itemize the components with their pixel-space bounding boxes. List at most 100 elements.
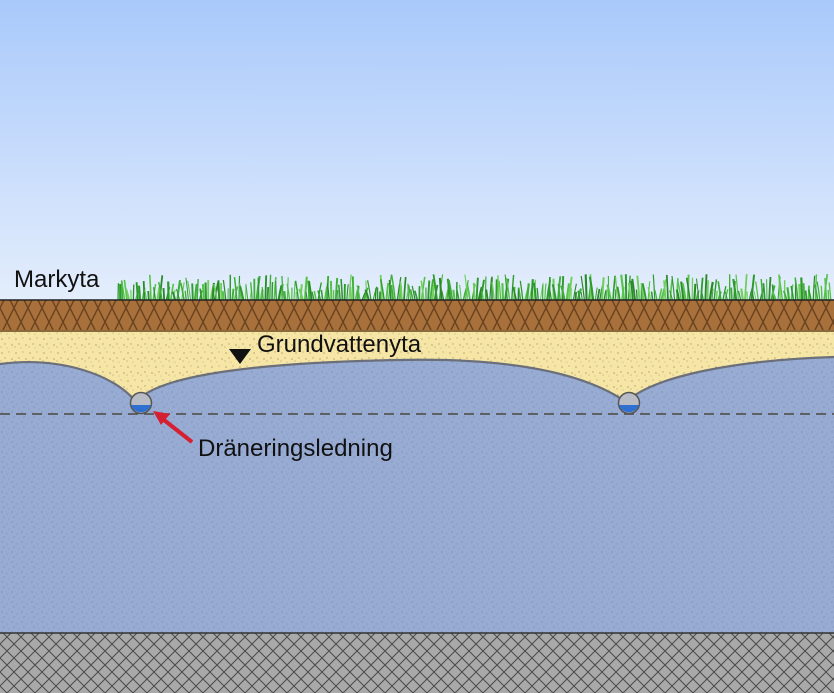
grass-layer	[117, 273, 832, 301]
grass-blade	[580, 275, 585, 301]
grass-blade	[695, 290, 700, 301]
grass-blade	[671, 276, 676, 301]
grass-blade	[615, 277, 618, 301]
grass-blade	[717, 281, 722, 301]
grass-blade	[364, 289, 370, 301]
grass-blade	[320, 289, 324, 301]
grass-blade	[201, 284, 205, 301]
grass-blade	[170, 283, 175, 301]
grass-blade	[748, 290, 752, 301]
grass-blade	[530, 279, 534, 301]
grass-blade	[448, 279, 454, 301]
grass-blade	[245, 284, 249, 301]
grass-blade	[750, 274, 756, 301]
grass-blade	[459, 284, 462, 301]
grass-blade	[213, 283, 218, 301]
grass-blade	[356, 285, 361, 301]
grass-blade	[346, 284, 349, 301]
grass-blade	[379, 274, 383, 301]
grass-blade	[313, 290, 317, 301]
grass-blade	[293, 281, 296, 301]
grass-blade	[380, 279, 385, 301]
grass-blade	[137, 285, 142, 301]
grass-blade	[635, 289, 638, 301]
grass-blade	[715, 290, 718, 301]
grass-blade	[640, 282, 645, 301]
grass-blade	[275, 280, 277, 301]
grass-blade	[614, 289, 617, 301]
grass-blade	[303, 276, 308, 301]
grass-blade	[233, 277, 238, 301]
grass-blade	[539, 282, 544, 301]
drain-pipe-left	[129, 391, 153, 415]
grass-blade	[812, 275, 816, 301]
grass-blade	[737, 290, 742, 301]
grass-blade	[239, 285, 245, 301]
grass-blade	[280, 283, 284, 301]
grass-blade	[584, 274, 588, 301]
grass-blade	[388, 279, 392, 301]
grass-blade	[504, 274, 508, 301]
grass-blade	[696, 278, 700, 301]
grass-blade	[603, 290, 607, 301]
grass-blade	[519, 280, 524, 301]
grass-blade	[409, 289, 414, 301]
grass-blade	[135, 282, 139, 301]
grass-blade	[800, 277, 804, 301]
grass-blade	[484, 276, 487, 301]
grass-blade	[669, 290, 673, 301]
grass-blade	[760, 278, 764, 301]
grass-blade	[574, 291, 577, 301]
grass-blade	[700, 289, 704, 301]
grass-blade	[596, 288, 601, 301]
grass-blade	[708, 281, 714, 301]
grass-blade	[631, 278, 636, 301]
grass-blade	[816, 281, 821, 301]
grass-blade	[804, 290, 808, 301]
grass-blade	[663, 280, 667, 301]
grass-blade	[782, 290, 788, 301]
grass-blade	[162, 288, 166, 301]
grass-blade	[446, 278, 452, 301]
grass-blade	[700, 277, 704, 301]
grass-blade	[191, 283, 194, 301]
grass-blade	[158, 275, 164, 301]
grass-blade	[512, 286, 517, 301]
grass-blade	[294, 280, 300, 301]
grass-blade	[675, 289, 681, 301]
grass-blade	[317, 282, 322, 301]
grass-blade	[199, 288, 203, 301]
grass-blade	[612, 275, 616, 301]
grass-blade	[147, 291, 150, 301]
grass-blade	[427, 280, 431, 301]
grass-blade	[588, 276, 595, 301]
grass-blade	[533, 282, 537, 301]
grass-blade	[620, 274, 626, 301]
grass-blade	[204, 282, 208, 301]
grass-blade	[222, 280, 227, 301]
grass-blade	[273, 277, 277, 301]
grass-blade	[505, 277, 511, 301]
grass-blade	[283, 290, 287, 301]
grass-blade	[329, 280, 333, 301]
grass-blade	[572, 283, 577, 301]
grass-blade	[354, 288, 359, 301]
grass-blade	[491, 281, 495, 301]
grass-blade	[266, 286, 270, 301]
grass-blade	[144, 289, 148, 301]
grass-blade	[475, 277, 479, 301]
grass-blade	[238, 275, 241, 301]
grass-blade	[551, 284, 557, 301]
grass-blade	[755, 281, 759, 301]
grass-blade	[636, 275, 641, 301]
grass-blade	[680, 281, 685, 301]
grass-blade	[713, 279, 718, 301]
grass-blade	[790, 285, 795, 301]
grass-blade	[438, 277, 443, 301]
grass-blade	[807, 289, 812, 301]
grass-blade	[390, 284, 395, 301]
grass-blade	[363, 287, 369, 301]
topsoil-layer	[0, 300, 834, 332]
grass-blade	[565, 283, 571, 301]
